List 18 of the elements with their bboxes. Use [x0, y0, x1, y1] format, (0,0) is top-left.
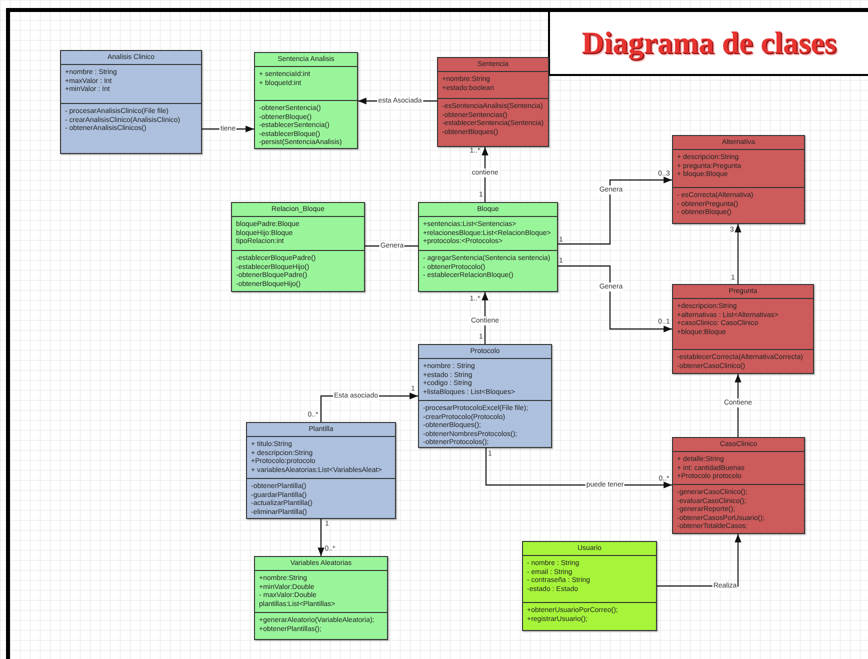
- association-arrow: [558, 265, 672, 332]
- association-arrow: [318, 519, 324, 556]
- class-box: [246, 422, 396, 519]
- class-box: [672, 284, 814, 374]
- class-box: [254, 556, 388, 640]
- class-box: [437, 57, 549, 147]
- class-box: [522, 541, 657, 631]
- class-box: [231, 202, 365, 292]
- class-box: [418, 344, 552, 448]
- class-box: [672, 437, 805, 534]
- diagram-title: Diagrama de clases: [582, 24, 836, 62]
- class-box: [254, 52, 358, 149]
- association-arrow: [558, 176, 672, 245]
- class-box: [672, 135, 805, 224]
- class-box: [418, 202, 558, 292]
- association-arrow: [734, 224, 742, 284]
- class-box: [60, 50, 202, 154]
- association-arrow: [734, 374, 742, 437]
